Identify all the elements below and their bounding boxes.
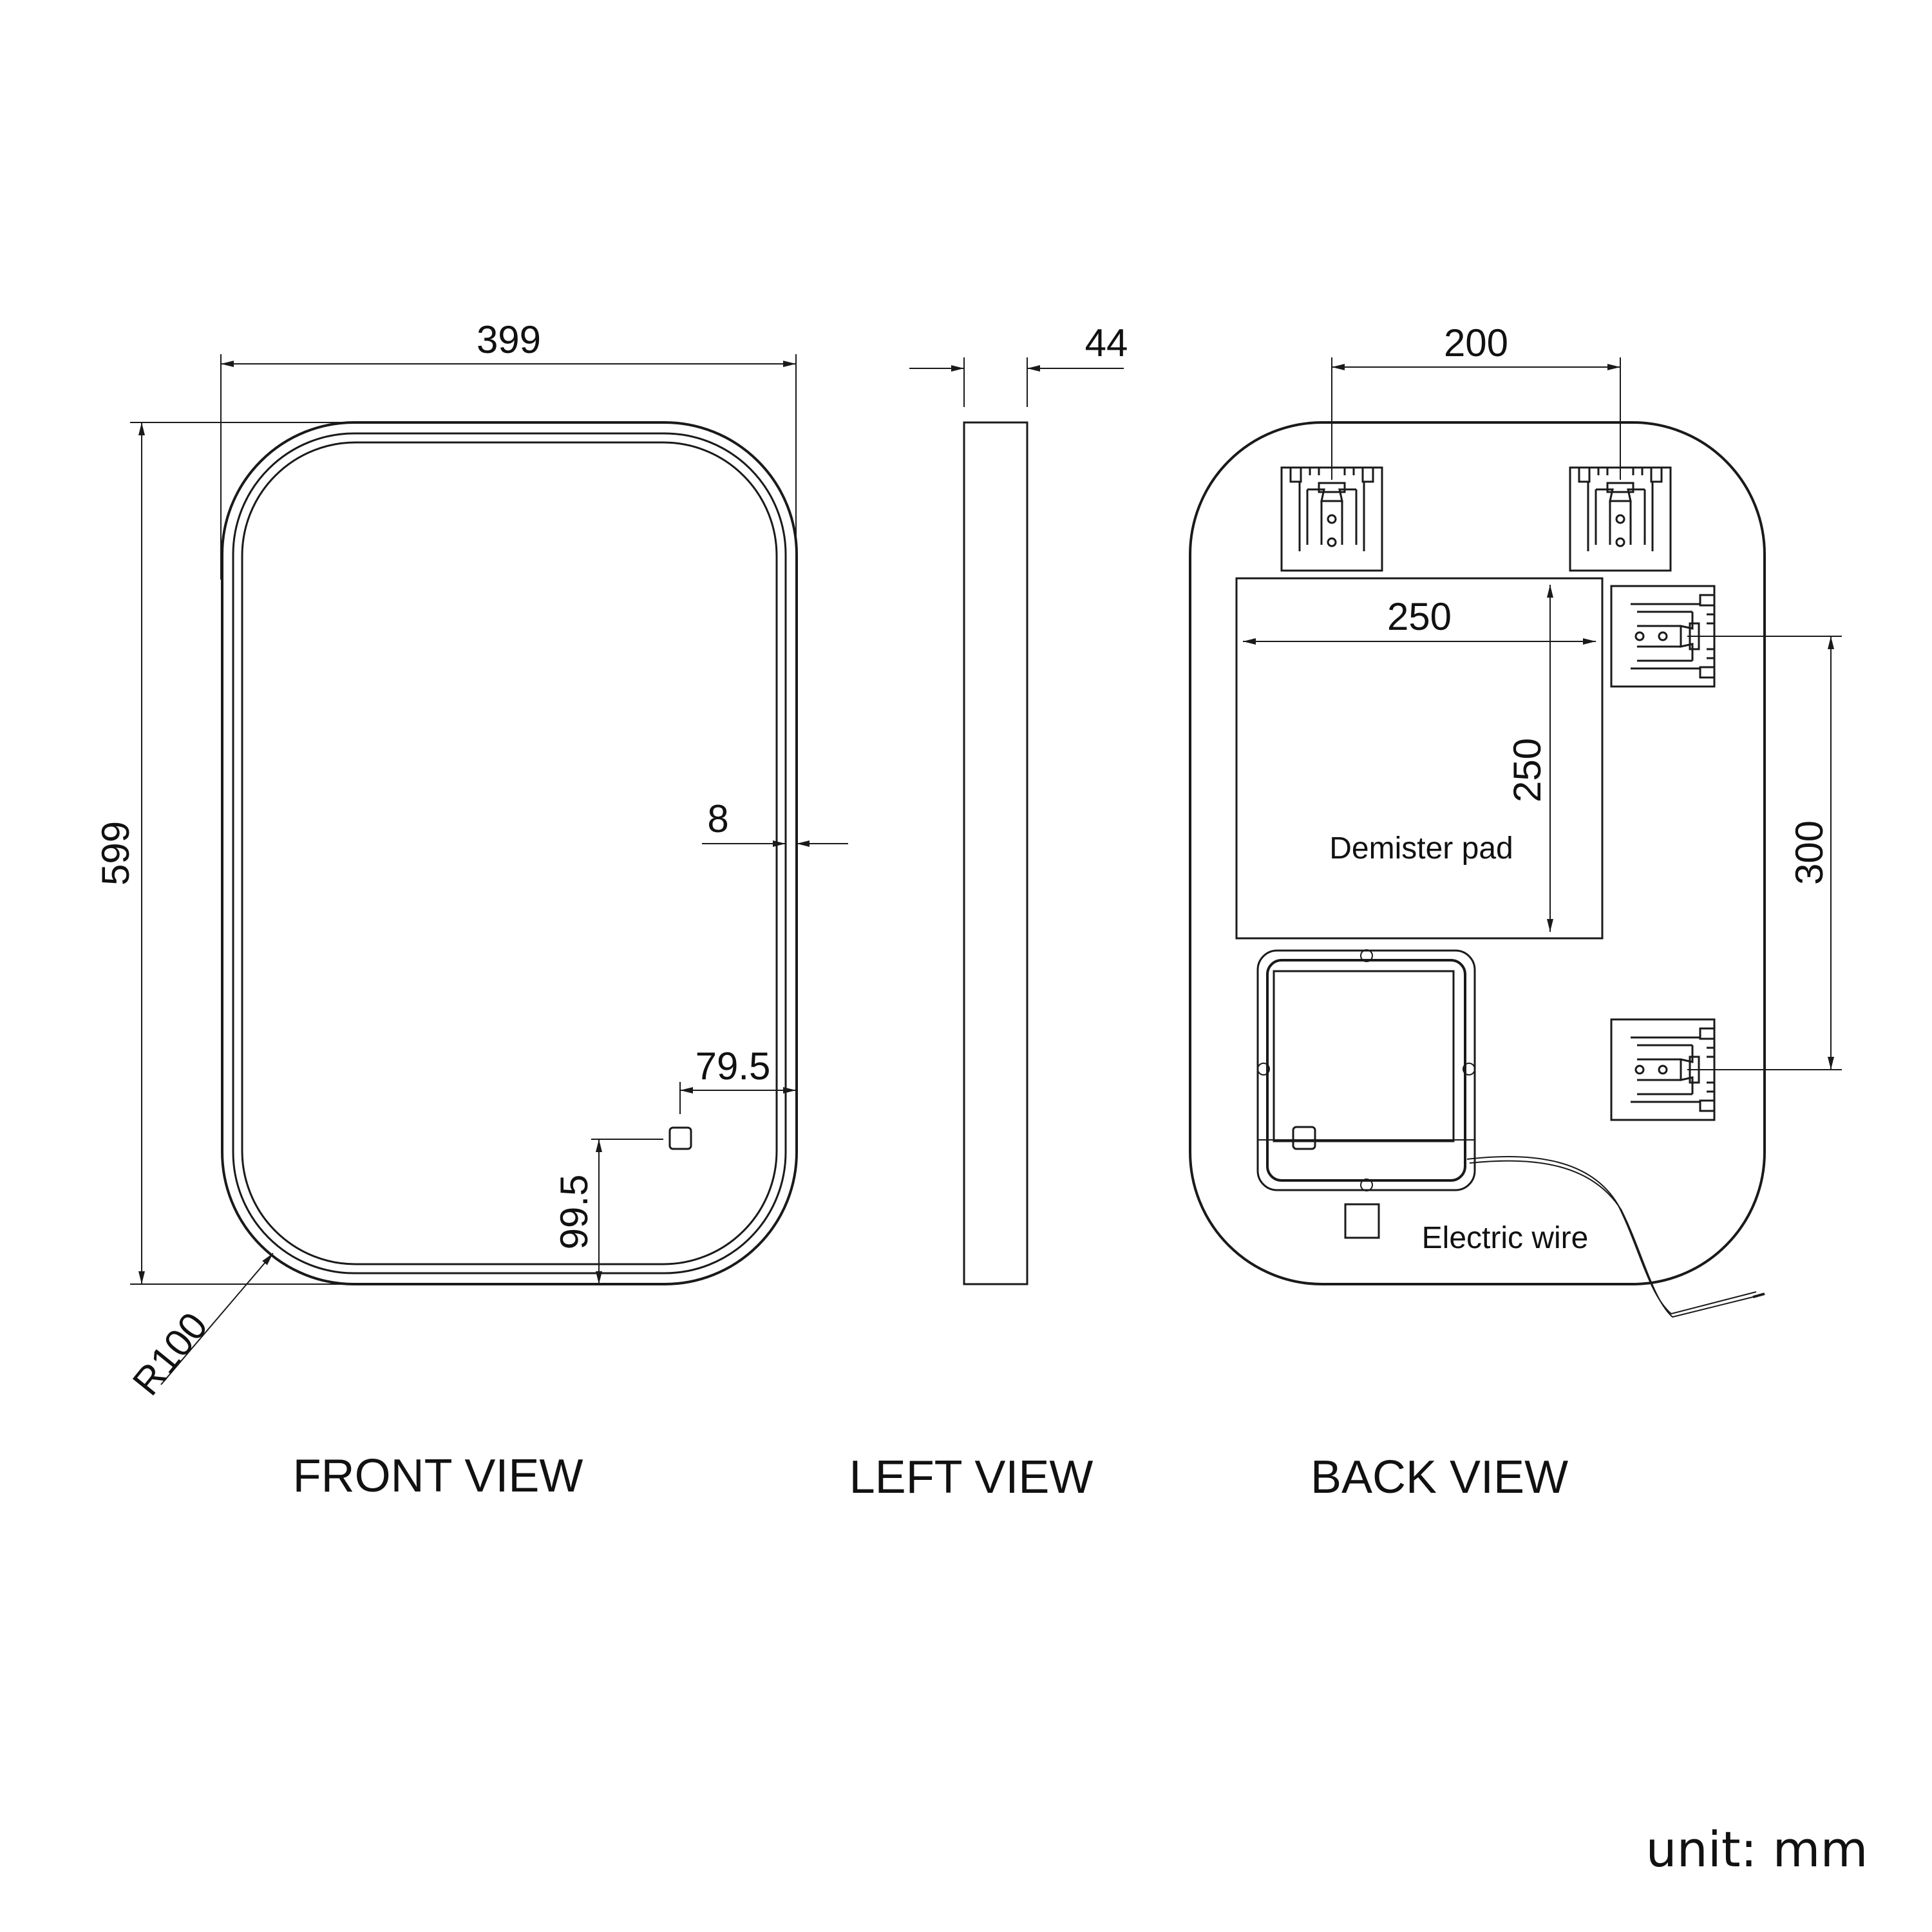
pad-height-label: 250 <box>1506 738 1549 802</box>
mirror-inner-frame <box>232 432 787 1274</box>
left-view-title: LEFT VIEW <box>849 1452 1094 1503</box>
bracket-spacing-v-dimension: 300 <box>1687 636 1842 1070</box>
front-width-dimension: 399 <box>220 318 797 580</box>
left-view: 44 LEFT VIEW <box>849 321 1128 1503</box>
front-height-dimension: 599 <box>94 422 354 1285</box>
top-right-bracket <box>1569 466 1672 572</box>
mirror-glass <box>241 441 778 1265</box>
mirror-outer-frame <box>221 421 798 1285</box>
bracket-spacing-v-label: 300 <box>1788 820 1831 885</box>
radius-dimension: R100 <box>124 1253 274 1403</box>
electric-wire-label: Electric wire <box>1422 1221 1589 1255</box>
frame-width-label: 8 <box>707 797 728 840</box>
demister-pad <box>1235 577 1604 940</box>
pad-height-dimension: 250 <box>1506 585 1553 932</box>
radius-label: R100 <box>124 1304 216 1403</box>
touch-switch <box>668 1126 692 1150</box>
depth-label: 44 <box>1085 321 1128 365</box>
unit-label: unit: mm <box>1645 1821 1868 1878</box>
switch-bottom-dimension: 99.5 <box>553 1139 663 1284</box>
pad-width-dimension: 250 <box>1243 595 1596 645</box>
depth-dimension: 44 <box>909 321 1128 407</box>
switch-bottom-label: 99.5 <box>553 1175 596 1250</box>
pad-width-label: 250 <box>1387 595 1452 638</box>
driver-box <box>1256 949 1476 1191</box>
front-width-label: 399 <box>477 318 541 361</box>
demister-pad-label: Demister pad <box>1329 831 1513 866</box>
switch-housing <box>1344 1203 1380 1239</box>
back-view-title: BACK VIEW <box>1311 1452 1568 1503</box>
mirror-back-outline <box>1189 421 1766 1285</box>
top-left-bracket <box>1280 466 1383 572</box>
bracket-spacing-h-label: 200 <box>1444 321 1508 365</box>
front-view-title: FRONT VIEW <box>293 1450 583 1502</box>
bracket-spacing-h-dimension: 200 <box>1331 321 1621 480</box>
switch-right-dimension: 79.5 <box>679 1045 796 1114</box>
front-height-label: 599 <box>94 821 137 886</box>
back-view: 200 250 250 Demister pad 300 <box>1189 321 1842 1503</box>
front-view: 399 599 R100 8 79.5 <box>94 318 848 1502</box>
mirror-side-profile <box>963 421 1028 1285</box>
frame-width-dimension: 8 <box>702 797 848 847</box>
switch-right-label: 79.5 <box>696 1045 771 1088</box>
